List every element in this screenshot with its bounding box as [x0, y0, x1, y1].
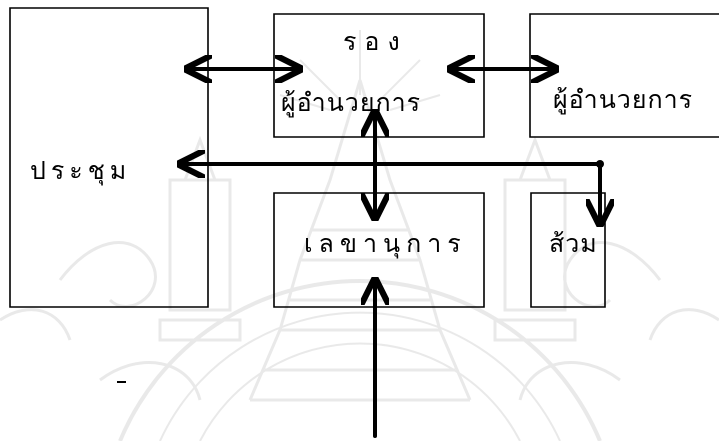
junction-dot [596, 160, 604, 168]
meeting-box [9, 7, 209, 308]
director-label: ผู้อำนวยการ [553, 85, 694, 114]
toilet-box [530, 192, 606, 308]
secretary-label: เลขานุการ [304, 229, 467, 258]
deputy-director-box [273, 13, 485, 138]
toilet-label: ส้วม [549, 229, 598, 258]
deputy-director-label-line1: รอง [343, 27, 408, 56]
director-box [529, 13, 719, 138]
deputy-director-label-line2: ผู้อำนวยการ [281, 88, 422, 117]
meeting-label: ประชุม [30, 156, 132, 185]
secretary-box [273, 192, 485, 308]
